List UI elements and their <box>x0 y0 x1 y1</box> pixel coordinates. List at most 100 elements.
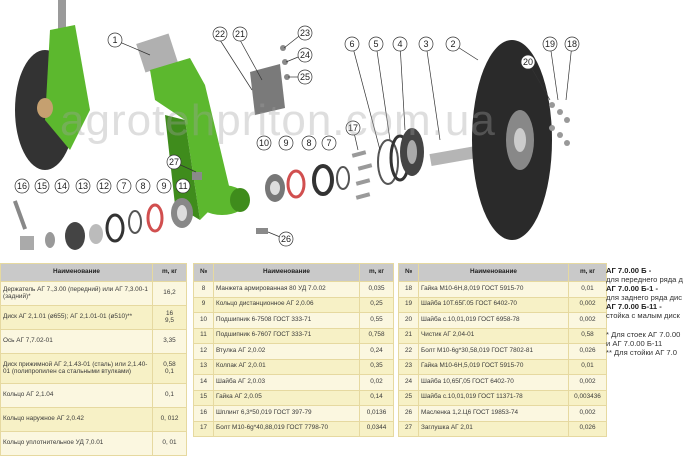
cell-qty: 0,758 <box>359 327 394 344</box>
right-washers <box>549 102 570 146</box>
svg-text:8: 8 <box>306 138 311 148</box>
cell-qty: 0,24 <box>359 343 394 360</box>
cell-name: Гайка М10-6Н,8,019 ГОСТ 5915-70 <box>418 281 569 298</box>
cell-name: Диск прижимной АГ 2,1.43-01 (сталь) или … <box>0 353 153 384</box>
svg-text:1: 1 <box>112 35 117 45</box>
callout-18: 18 <box>564 36 580 52</box>
svg-text:4: 4 <box>397 39 402 49</box>
note-line: для переднего ряда д <box>606 274 683 284</box>
cell-name: Кольцо уплотнительное УД 7,0.01 <box>0 431 153 456</box>
cell-num: 13 <box>193 358 214 375</box>
header-num: № <box>193 263 214 282</box>
cell-name: Шайба 10Т.65Г.05 ГОСТ 6402-70 <box>418 296 569 313</box>
svg-text:8: 8 <box>140 181 145 191</box>
svg-text:7: 7 <box>326 138 331 148</box>
header-qty: m, кг <box>568 263 607 282</box>
cell-name: Подшипник 6-7607 ГОСТ 333-71 <box>213 327 360 344</box>
cell-num: 20 <box>398 312 419 329</box>
svg-text:24: 24 <box>300 50 310 60</box>
cell-qty: 0,026 <box>568 343 607 360</box>
header-num: № <box>398 263 419 282</box>
callout-22: 22 <box>212 26 228 42</box>
note-line: для заднего ряда дис <box>606 292 683 302</box>
cell-name: Ось АГ 7,7.02-01 <box>0 329 153 354</box>
svg-text:2: 2 <box>450 39 455 49</box>
callout-10: 10 <box>256 135 272 151</box>
svg-text:22: 22 <box>215 29 225 39</box>
svg-text:23: 23 <box>300 28 310 38</box>
cell-qty: 0, 01 <box>152 431 187 456</box>
callout-21: 21 <box>232 26 248 42</box>
cell-qty: 0, 012 <box>152 407 187 432</box>
parts-tables: Наименование m, кг Держатель АГ 7.,3.00 … <box>0 263 700 461</box>
cell-num: 26 <box>398 405 419 422</box>
callout-3: 3 <box>418 36 434 52</box>
callout-8b: 8 <box>135 178 151 194</box>
header-name: Наименование <box>213 263 360 282</box>
table-header-row: № Наименование m, кг <box>398 263 607 282</box>
cell-name: Гайка М10-6Н,5,019 ГОСТ 5915-70 <box>418 358 569 375</box>
note-line: * Для стоек АГ 7.0.00 <box>606 329 681 339</box>
table-header-row: № Наименование m, кг <box>193 263 394 282</box>
svg-text:6: 6 <box>349 39 354 49</box>
note-line: АГ 7.0.00 Б-1 - <box>606 283 658 293</box>
cell-num: 10 <box>193 312 214 329</box>
cell-name: Болт М10-6g*40,88,019 ГОСТ 7798-70 <box>213 420 360 437</box>
scraper-plate <box>250 64 285 115</box>
cell-name: Колпак АГ 2,0.01 <box>213 358 360 375</box>
cell-qty: 0,1 <box>152 383 187 408</box>
callout-5: 5 <box>368 36 384 52</box>
note-line: и АГ 7.0.00 Б-11 <box>606 338 663 348</box>
main-holder <box>136 33 250 220</box>
callout-17: 17 <box>345 120 361 136</box>
svg-text:20: 20 <box>523 57 533 67</box>
cell-num: 12 <box>193 343 214 360</box>
callout-2: 2 <box>445 36 461 52</box>
table-row: Держатель АГ 7.,3.00 (передний) или АГ 7… <box>0 281 187 306</box>
header-name: Наименование <box>418 263 569 282</box>
callout-23: 23 <box>297 25 313 41</box>
callout-25: 25 <box>297 69 313 85</box>
cell-qty: 0,002 <box>568 374 607 391</box>
svg-text:7: 7 <box>121 181 126 191</box>
cell-num: 9 <box>193 296 214 313</box>
cell-num: 22 <box>398 343 419 360</box>
svg-text:9: 9 <box>161 181 166 191</box>
cell-num: 14 <box>193 374 214 391</box>
cell-qty: 0,026 <box>568 420 607 437</box>
header-qty: m, кг <box>152 263 187 282</box>
callout-8a: 8 <box>301 135 317 151</box>
callout-19: 19 <box>542 36 558 52</box>
cell-qty: 0,01 <box>568 358 607 375</box>
callout-13: 13 <box>75 178 91 194</box>
cell-num: 25 <box>398 389 419 406</box>
cell-qty: 0,002 <box>568 405 607 422</box>
callout-16: 16 <box>14 178 30 194</box>
callout-24: 24 <box>297 47 313 63</box>
cell-qty: 3,35 <box>152 329 187 354</box>
small-hardware <box>192 45 290 234</box>
cell-name: Кольцо наружное АГ 2,0.42 <box>0 407 153 432</box>
cell-name: Заглушка АГ 2,01 <box>418 420 569 437</box>
mini-assembly <box>15 0 90 170</box>
table-row: Диск прижимной АГ 2,1.43-01 (сталь) или … <box>0 353 187 384</box>
cell-qty: 0,35 <box>359 358 394 375</box>
cell-qty: 0,003436 <box>568 389 607 406</box>
svg-text:13: 13 <box>78 181 88 191</box>
cell-name: Шайба с.10,01,019 ГОСТ 6958-78 <box>418 312 569 329</box>
callout-4: 4 <box>392 36 408 52</box>
cell-name: Гайка АГ 2,0.05 <box>213 389 360 406</box>
svg-text:15: 15 <box>37 181 47 191</box>
